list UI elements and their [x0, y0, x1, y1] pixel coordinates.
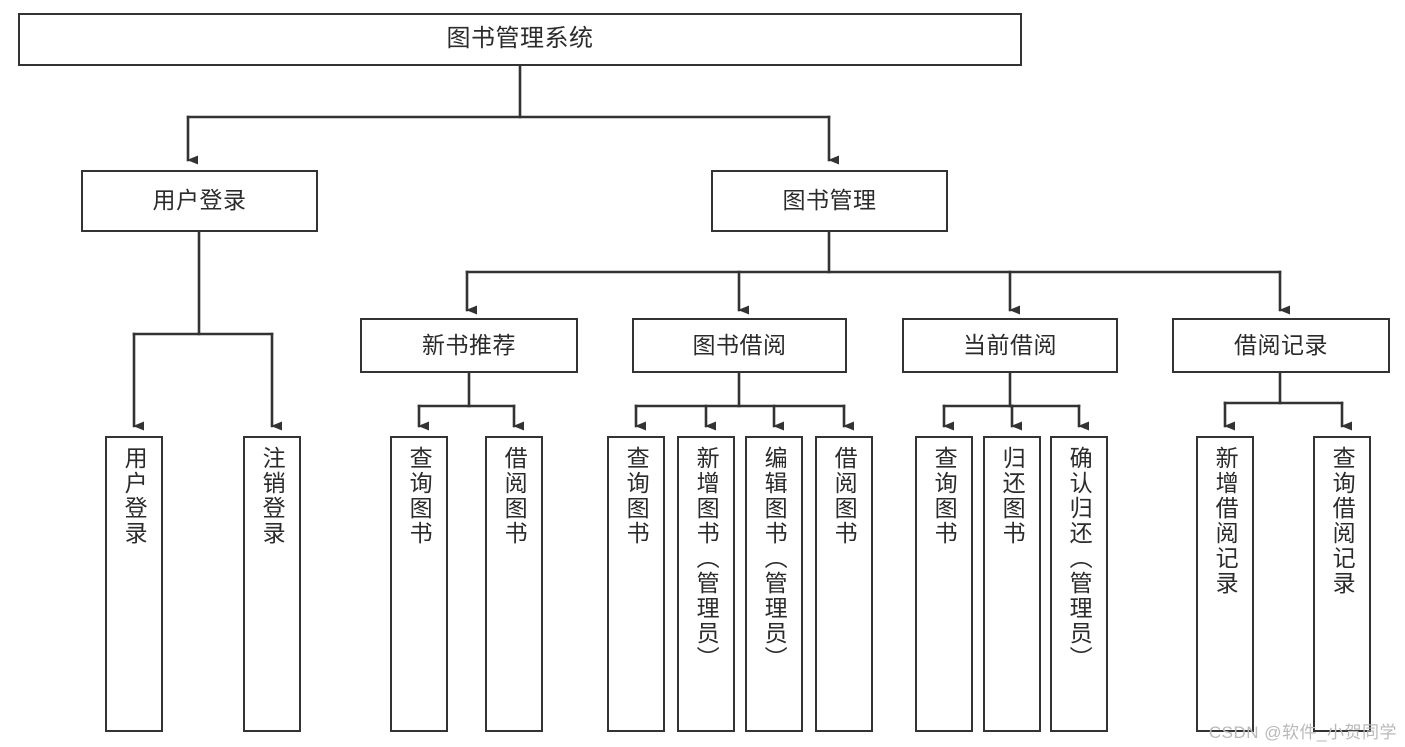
node-leaf-query-book-current[interactable]: 查询图书: [915, 436, 973, 732]
node-label: 注销登录: [259, 446, 286, 546]
node-label: 查询借阅记录: [1329, 446, 1356, 596]
node-label: 查询图书: [931, 446, 958, 546]
node-label: 归还图书: [999, 446, 1026, 546]
node-book-manage[interactable]: 图书管理: [711, 170, 948, 232]
node-new-book-recommend[interactable]: 新书推荐: [360, 318, 578, 373]
node-leaf-add-book[interactable]: 新增图书（管理员）: [677, 436, 735, 732]
node-label: 确认归还（管理员）: [1066, 446, 1093, 671]
node-user-login[interactable]: 用户登录: [81, 170, 318, 232]
node-label: 借阅图书: [831, 446, 858, 546]
node-leaf-borrow-book-recommend[interactable]: 借阅图书: [485, 436, 543, 732]
node-leaf-edit-book[interactable]: 编辑图书（管理员）: [745, 436, 803, 732]
node-label: 用户登录: [121, 446, 148, 546]
node-leaf-return-book[interactable]: 归还图书: [983, 436, 1041, 732]
node-label: 用户登录: [152, 187, 247, 214]
node-leaf-query-borrow-record[interactable]: 查询借阅记录: [1313, 436, 1371, 732]
node-label: 新增借阅记录: [1212, 446, 1239, 596]
node-label: 编辑图书（管理员）: [761, 446, 788, 671]
node-root-system[interactable]: 图书管理系统: [18, 13, 1022, 66]
node-label: 借阅记录: [1234, 331, 1328, 358]
node-leaf-query-book-borrow[interactable]: 查询图书: [607, 436, 665, 732]
node-label: 查询图书: [406, 446, 433, 546]
node-leaf-add-borrow-record[interactable]: 新增借阅记录: [1196, 436, 1254, 732]
node-leaf-borrow-book[interactable]: 借阅图书: [815, 436, 873, 732]
node-leaf-user-login[interactable]: 用户登录: [105, 436, 163, 732]
node-leaf-user-logout[interactable]: 注销登录: [243, 436, 301, 732]
node-borrow-record[interactable]: 借阅记录: [1172, 318, 1390, 373]
watermark-text: CSDN @软件_小贺同学: [1208, 723, 1397, 742]
node-book-borrow[interactable]: 图书借阅: [632, 318, 847, 373]
node-label: 借阅图书: [501, 446, 528, 546]
node-label: 当前借阅: [963, 331, 1057, 358]
node-current-borrow[interactable]: 当前借阅: [902, 318, 1118, 373]
node-label: 图书借阅: [692, 331, 787, 358]
node-label: 图书管理: [782, 187, 877, 214]
node-label: 新增图书（管理员）: [693, 446, 720, 671]
node-leaf-confirm-return[interactable]: 确认归还（管理员）: [1050, 436, 1108, 732]
node-leaf-query-book-recommend[interactable]: 查询图书: [390, 436, 448, 732]
node-label: 图书管理系统: [446, 25, 594, 53]
node-label: 查询图书: [623, 446, 650, 546]
node-label: 新书推荐: [422, 331, 516, 358]
